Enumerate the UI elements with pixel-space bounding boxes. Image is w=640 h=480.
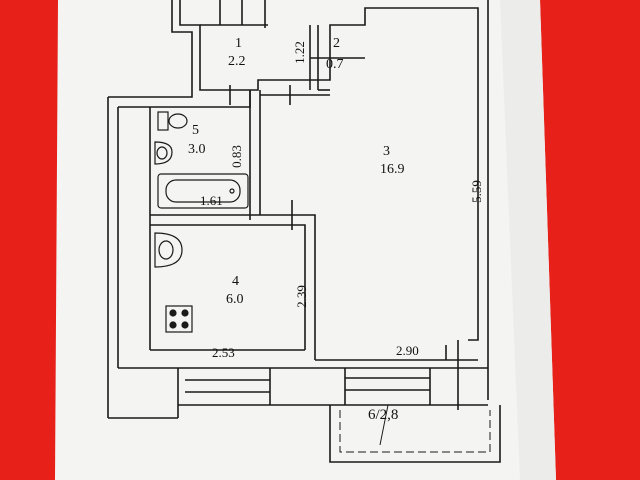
dim-1-22: 1.22 (291, 41, 307, 64)
room-3-area: 16.9 (380, 162, 405, 177)
dim-2-39: 2.39 (293, 285, 309, 308)
paper-shadow (500, 0, 556, 480)
room-2-number: 2 (333, 36, 340, 51)
room-4-area: 6.0 (226, 292, 244, 307)
room-1-number: 1 (235, 36, 242, 51)
room-4-number: 4 (232, 274, 239, 289)
toilet-icon (157, 111, 188, 131)
room-2-area: 0.7 (326, 57, 344, 72)
kitchen-sink-icon (154, 232, 183, 268)
balcony-label: 6/2,8 (368, 407, 399, 423)
dim-2-90: 2.90 (396, 343, 419, 358)
room-5-area: 3.0 (188, 142, 206, 157)
sink-icon (154, 141, 173, 165)
dim-0-83: 0.83 (228, 145, 244, 168)
room-3-number: 3 (383, 144, 390, 159)
dim-1-61: 1.61 (200, 193, 223, 208)
dim-5-59: 5.59 (468, 180, 484, 203)
bathtub-icon (157, 173, 249, 209)
dim-2-53: 2.53 (212, 345, 235, 360)
walls (107, 0, 501, 463)
room-1-area: 2.2 (228, 54, 246, 69)
stove-icon (165, 305, 193, 333)
room-5-number: 5 (192, 123, 199, 138)
